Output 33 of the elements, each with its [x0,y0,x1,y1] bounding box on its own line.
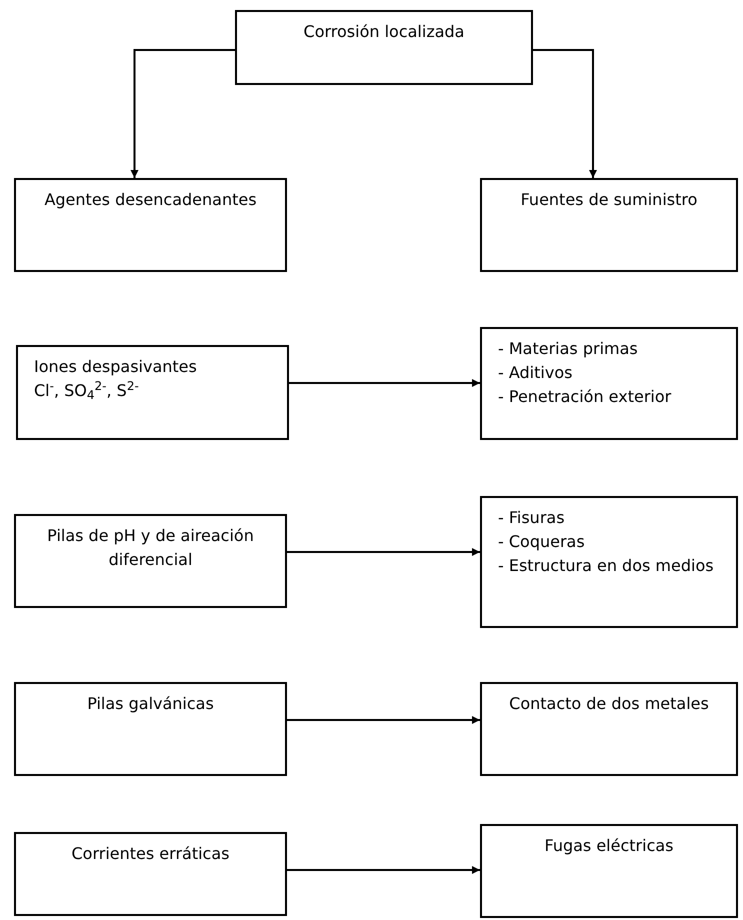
box-text: Corrientes erráticas [72,843,230,865]
arrow [130,49,235,178]
box-text: Cl$^{-}$, SO$_{4}$$^{2-}$, S$^{2-}$ [34,379,139,403]
process-box [14,178,287,272]
box-text: Fuentes de suministro [520,189,698,211]
box-text: Fugas eléctricas [544,835,674,857]
arrow [289,379,480,387]
process-box [16,345,289,440]
process-box [480,178,738,272]
process-box [480,327,738,440]
box-text: - Materias primas [498,338,638,360]
process-box [480,682,738,776]
box-text: Iones despasivantes [34,356,197,378]
box-text: Agentes desencadenantes [44,189,257,211]
arrow [287,866,480,874]
box-text: Corrosión localizada [304,21,464,43]
box-text: Pilas de pH y de aireación diferencial [46,525,255,571]
process-box [480,496,738,628]
box-text: Contacto de dos metales [509,693,709,715]
process-box [480,824,738,918]
process-box [14,514,287,608]
box-text: - Coqueras [498,531,585,553]
process-box [14,682,287,776]
box-text: Pilas galvánicas [87,693,214,715]
arrow [533,49,597,178]
box-text: - Penetración exterior [498,386,672,408]
box-text: - Fisuras [498,507,565,529]
arrow [287,716,480,724]
box-text: - Estructura en dos medios [498,555,714,577]
box-text: - Aditivos [498,362,572,384]
process-box [235,10,533,85]
arrow [287,548,480,556]
process-box [14,832,287,916]
